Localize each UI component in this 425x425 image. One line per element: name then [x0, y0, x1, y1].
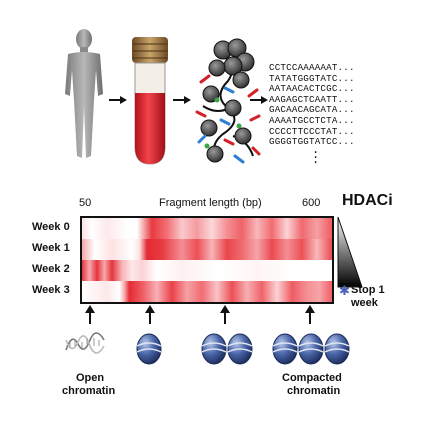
- row-label-week0: Week 0: [32, 221, 70, 233]
- heatmap-row-week0: [82, 218, 332, 239]
- compacted-chromatin-label-line1: Compacted: [282, 372, 342, 384]
- sequence-read: CCCCTTCCCTAT...: [269, 125, 355, 137]
- stop-label: Stop 1: [351, 284, 385, 296]
- sequence-read: GGGGTGGTATCC...: [269, 136, 355, 148]
- sequence-read: AAGAGCTCAATT...: [269, 93, 355, 105]
- mononucleosome-icon: [136, 333, 162, 365]
- cfdna-fragments-icon: [195, 38, 261, 164]
- sequence-read: GACAACAGCATA...: [269, 104, 355, 116]
- sequence-read: CCTCCAAAAAAT...: [269, 62, 355, 73]
- heatmap-row-week2: [82, 260, 332, 281]
- stop-label-week: week: [351, 297, 378, 309]
- open-chromatin-label-line1: Open: [76, 372, 105, 384]
- human-figure-icon: [65, 29, 103, 158]
- treatment-label: HDACi: [342, 192, 393, 209]
- x-axis-min-label: 50: [79, 197, 92, 209]
- row-label-week3: Week 3: [32, 284, 70, 296]
- heatmap-frame: [80, 216, 334, 304]
- heatmap-row-week1: [82, 239, 332, 260]
- sequence-read: AAAATGCCTCTA...: [269, 114, 355, 126]
- row-label-week2: Week 2: [32, 263, 70, 275]
- dna-helix-icon: [65, 332, 105, 354]
- arrow-up-icon: [145, 305, 155, 324]
- sequence-read: TATATGGGTATC...: [269, 72, 355, 84]
- open-chromatin-label-line2: chromatin: [62, 385, 116, 397]
- x-axis-title: Fragment length (bp): [159, 197, 262, 209]
- arrow-up-icon: [305, 305, 315, 324]
- compacted-chromatin-label-line2: chromatin: [287, 385, 341, 397]
- heatmap-row-week3: [82, 281, 332, 302]
- dose-triangle-icon: [337, 216, 363, 288]
- star-icon: ✱: [339, 283, 350, 298]
- row-label-week1: Week 1: [32, 242, 70, 254]
- ellipsis-dots: ...: [312, 143, 320, 167]
- blood-tube-icon: [132, 37, 168, 165]
- arrow-right-icon: [173, 96, 191, 104]
- arrow-up-icon: [220, 305, 230, 324]
- arrow-right-icon: [250, 96, 268, 104]
- sequence-read: AATAACACTCGC...: [269, 83, 355, 95]
- x-axis-max-label: 600: [302, 197, 321, 209]
- arrow-up-icon: [85, 305, 95, 324]
- arrow-right-icon: [109, 96, 127, 104]
- sequence-reads-list: CCTCCAAAAAAT... TATATGGGTATC... AATAACAC…: [269, 62, 355, 148]
- dinucleosome-icon: [201, 333, 253, 365]
- trinucleosome-icon: [272, 333, 350, 365]
